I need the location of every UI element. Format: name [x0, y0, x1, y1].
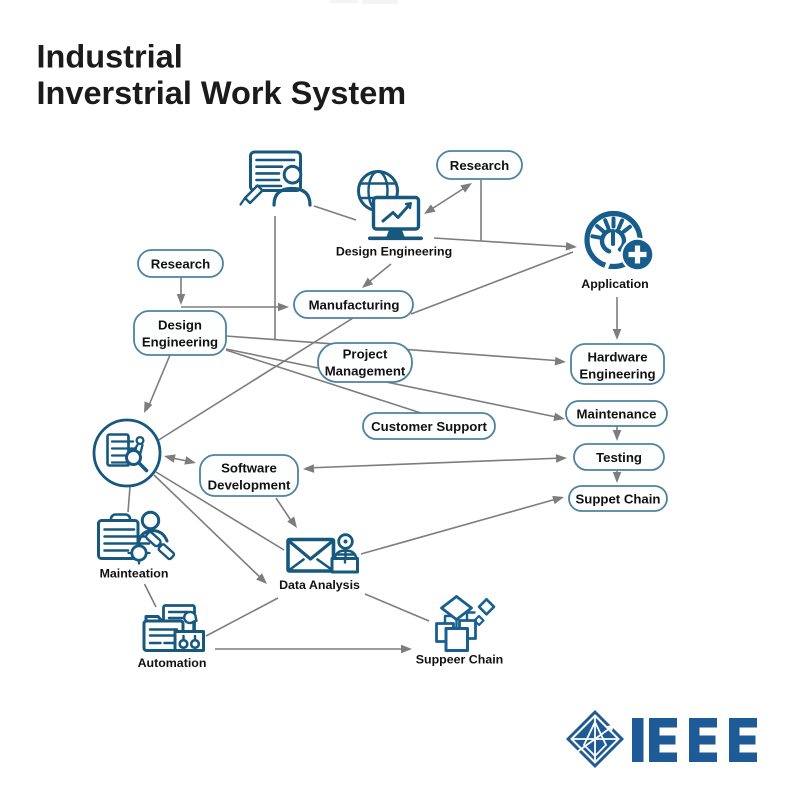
svg-text:Design Engineering: Design Engineering: [336, 245, 452, 259]
svg-text:Customer Support: Customer Support: [371, 419, 487, 434]
svg-text:Project: Project: [343, 347, 388, 362]
svg-text:Suppet Chain: Suppet Chain: [576, 491, 661, 506]
svg-text:Maintenance: Maintenance: [577, 406, 657, 421]
svg-text:Automation: Automation: [138, 656, 207, 670]
svg-text:Testing: Testing: [596, 450, 642, 465]
svg-text:Manufacturing: Manufacturing: [309, 297, 400, 312]
svg-text:Development: Development: [208, 478, 291, 493]
svg-text:Suppeer Chain: Suppeer Chain: [416, 653, 503, 667]
svg-text:Software: Software: [221, 461, 277, 476]
svg-text:Application: Application: [581, 277, 648, 291]
svg-text:Industrial: Industrial: [37, 39, 183, 75]
svg-text:Engineering: Engineering: [579, 367, 655, 382]
svg-text:Hardware: Hardware: [587, 350, 647, 365]
svg-text:Design: Design: [158, 318, 202, 333]
svg-text:Research: Research: [450, 158, 509, 173]
svg-text:Management: Management: [325, 364, 406, 379]
svg-text:Data Analysis: Data Analysis: [279, 578, 360, 592]
svg-text:Engineering: Engineering: [142, 335, 218, 350]
svg-text:Inverstrial Work System: Inverstrial Work System: [37, 75, 407, 111]
svg-text:Research: Research: [151, 256, 210, 271]
svg-text:Mainteation: Mainteation: [100, 567, 169, 581]
